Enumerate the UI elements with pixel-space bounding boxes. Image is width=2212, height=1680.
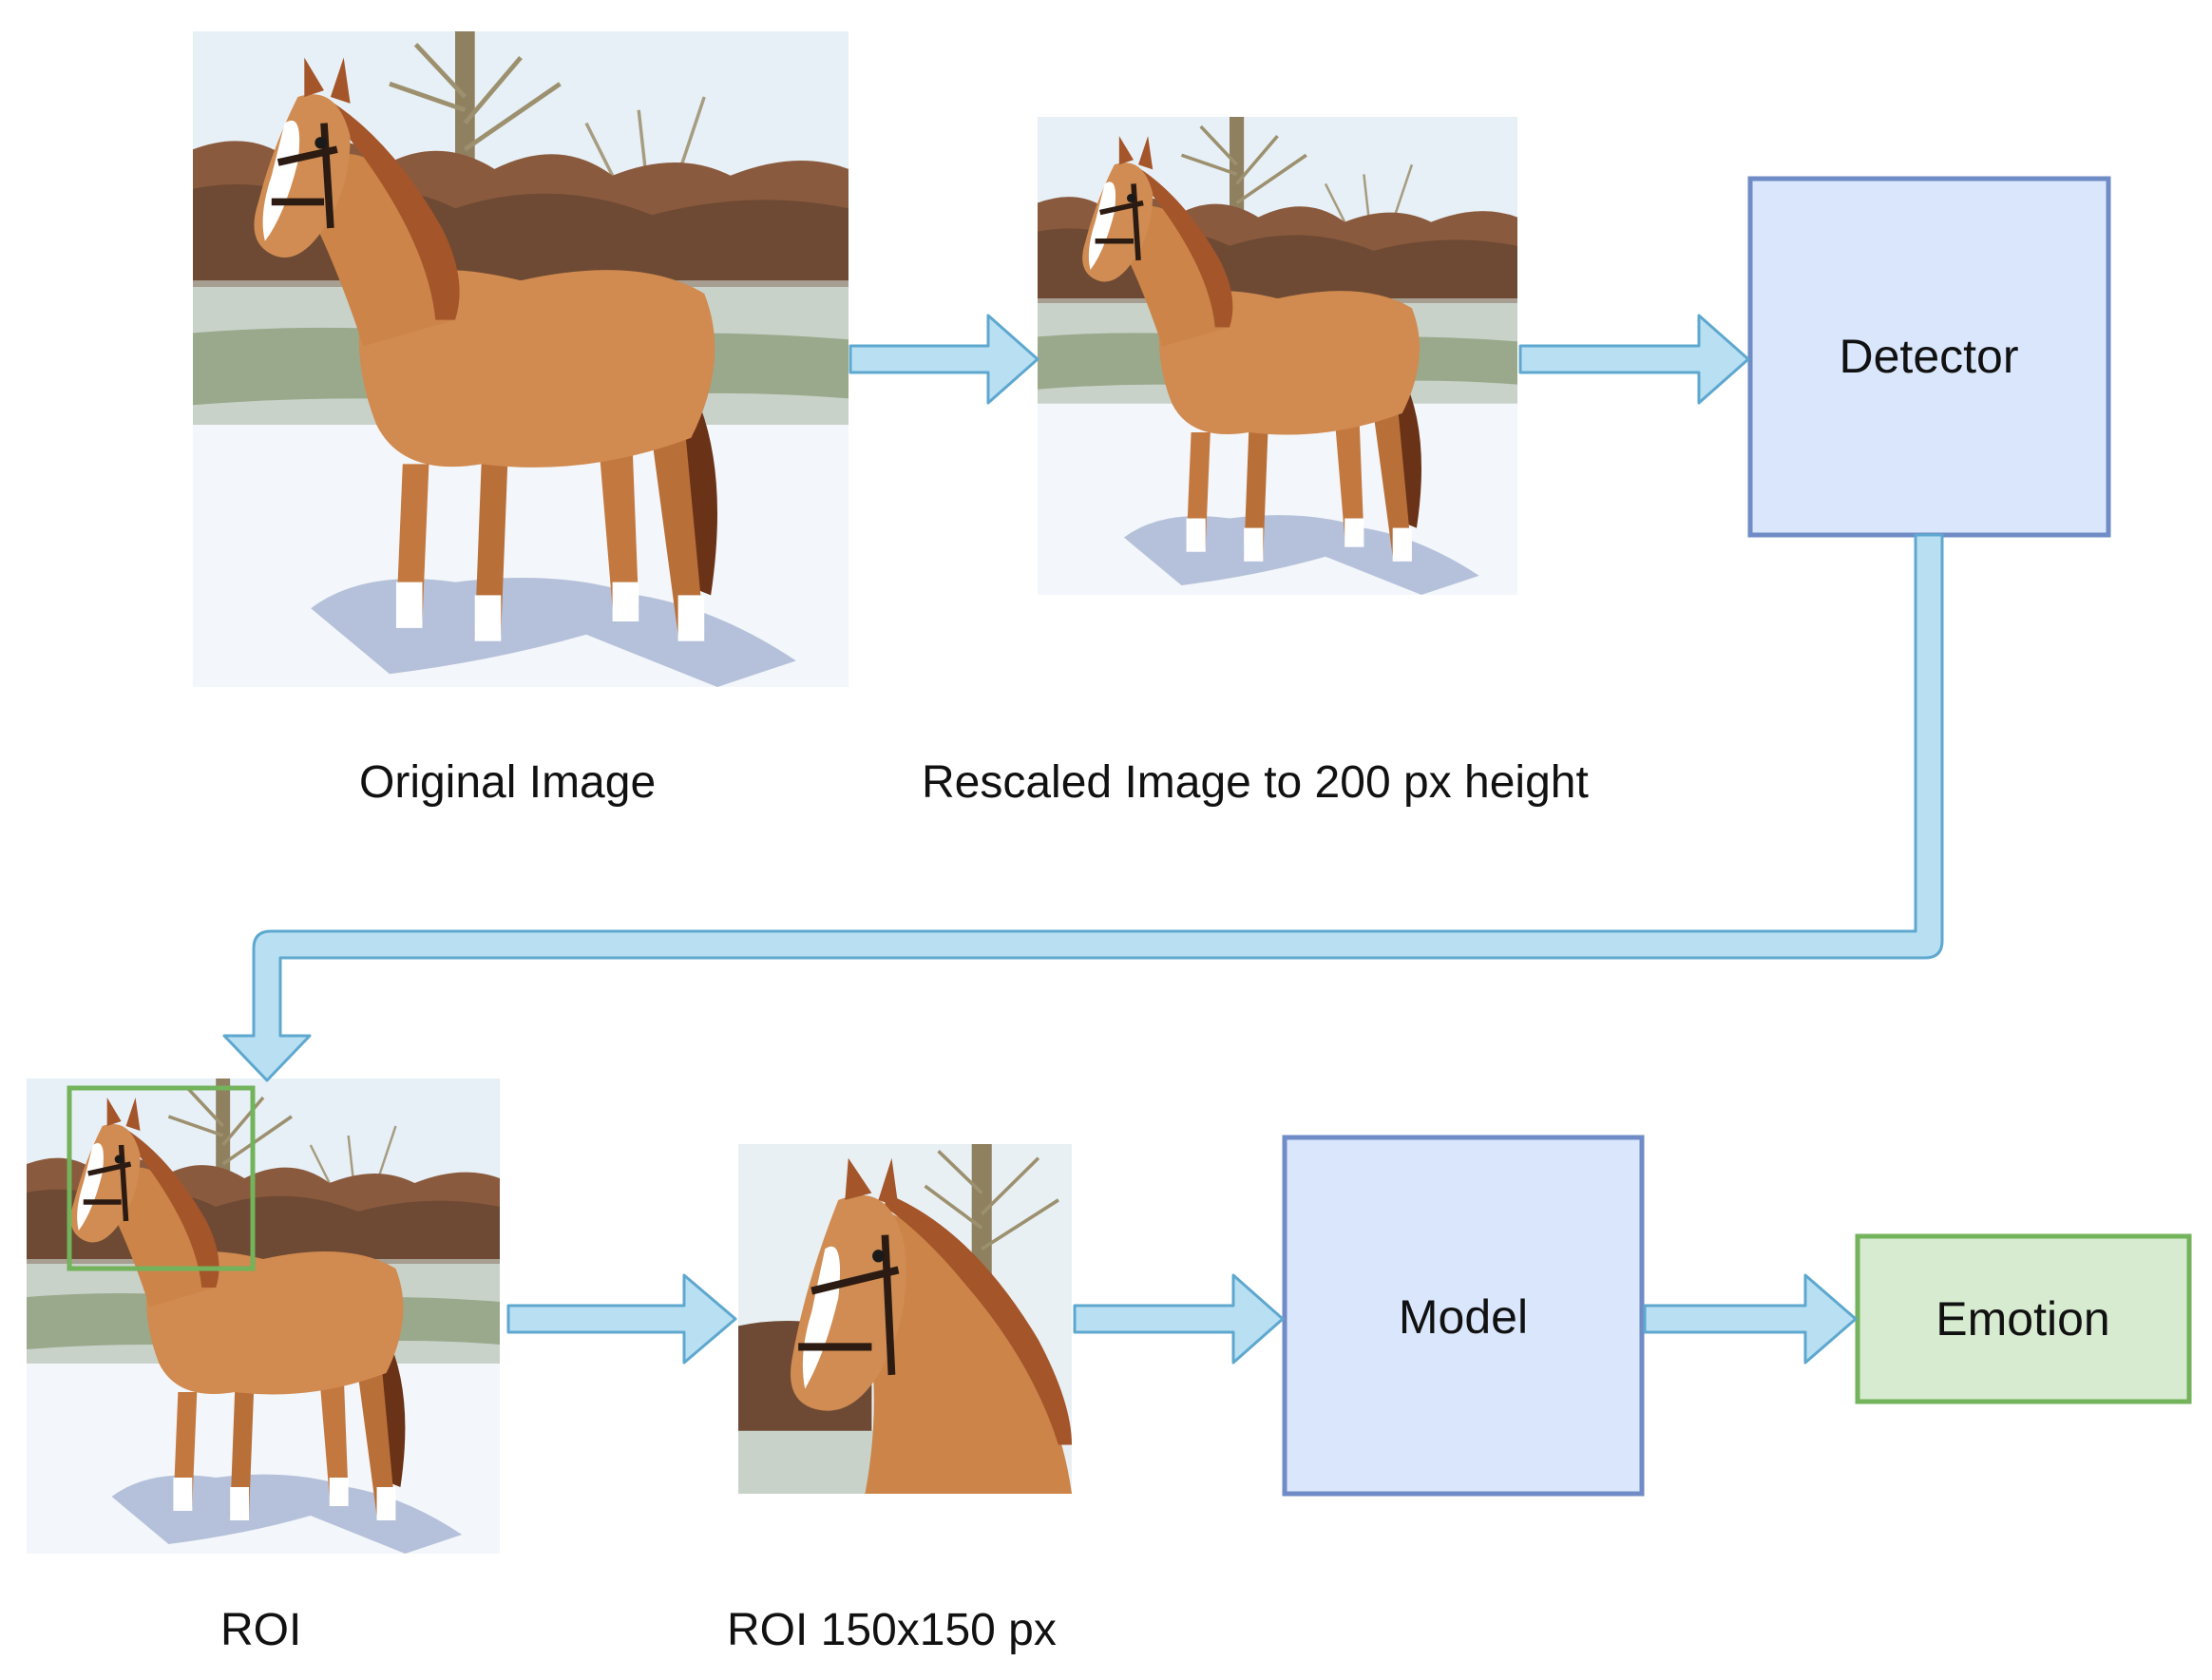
arrow-crop-to-model — [1073, 1273, 1285, 1365]
caption-roi: ROI — [220, 1605, 302, 1655]
caption-rescaled-image: Rescaled Image to 200 px height — [922, 757, 1589, 808]
arrow-detector-to-roi — [222, 533, 1944, 1082]
rescaled-image — [1038, 117, 1517, 595]
model-label: Model — [1399, 1290, 1528, 1344]
model-node: Model — [1282, 1135, 1645, 1497]
emotion-node: Emotion — [1855, 1233, 2192, 1404]
arrow-roi-to-crop — [506, 1273, 737, 1365]
original-image — [193, 31, 849, 687]
detector-label: Detector — [1840, 330, 2019, 383]
emotion-label: Emotion — [1936, 1292, 2109, 1346]
roi-image — [27, 1079, 500, 1554]
caption-original-image: Original Image — [359, 757, 657, 808]
arrow-model-to-emotion — [1643, 1273, 1858, 1365]
arrow-original-to-rescaled — [849, 314, 1039, 405]
arrow-rescaled-to-detector — [1518, 314, 1750, 405]
detector-node: Detector — [1747, 176, 2111, 538]
roi-bounding-box — [67, 1085, 256, 1271]
caption-roi-size: ROI 150x150 px — [727, 1605, 1057, 1655]
roi-crop-image — [738, 1144, 1072, 1494]
